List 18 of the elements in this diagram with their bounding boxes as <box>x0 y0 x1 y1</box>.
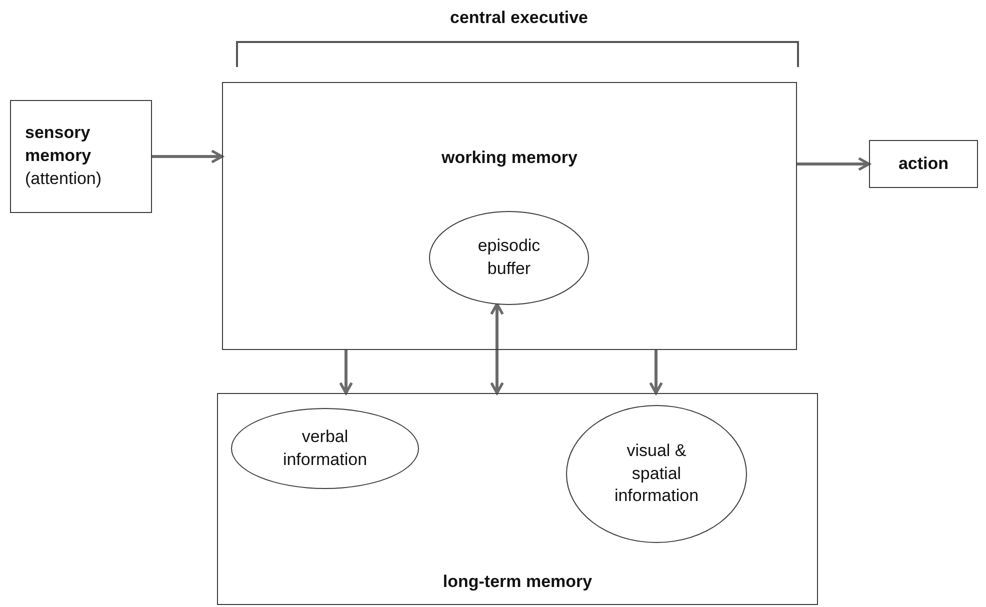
node-label: episodic buffer <box>476 235 542 280</box>
arrow <box>490 302 504 394</box>
arrow <box>649 350 663 394</box>
arrow <box>339 350 353 394</box>
node-label: working memory <box>441 147 578 169</box>
node-label: action <box>898 152 949 175</box>
node-label: sensory memory <box>25 122 92 168</box>
process-box <box>869 140 978 188</box>
arrow <box>152 150 224 164</box>
arrow <box>797 157 870 171</box>
process-box <box>10 100 152 213</box>
process-box <box>222 82 797 350</box>
process-box <box>217 393 818 605</box>
node-label: verbal information <box>282 426 368 470</box>
node-label: (attention) <box>25 168 102 190</box>
bracket-label: central executive <box>449 8 589 28</box>
node-label: long-term memory <box>442 571 592 594</box>
node-label: visual & spatial information <box>613 440 700 508</box>
